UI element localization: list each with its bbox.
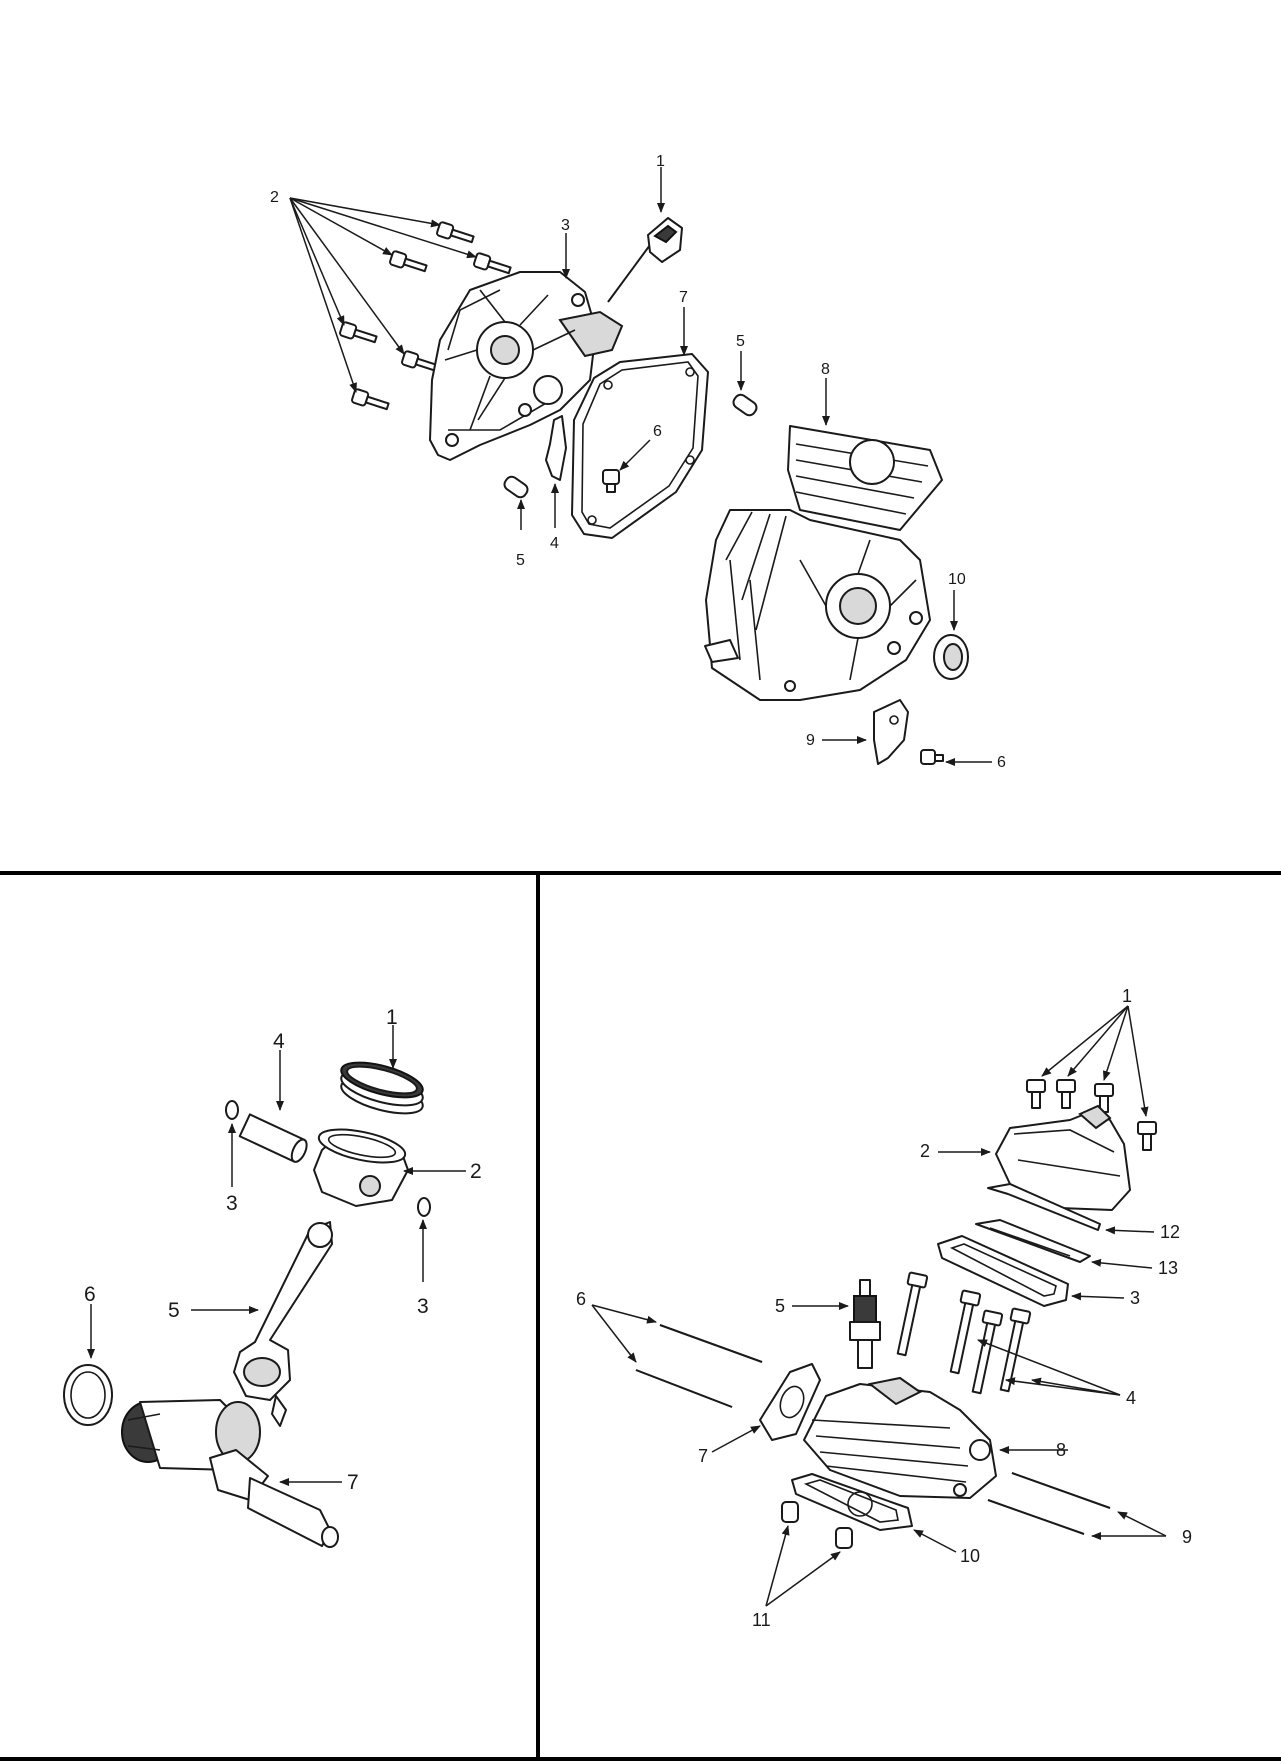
callout-crankshaft: 7 — [347, 1471, 359, 1494]
oil-guide — [546, 416, 566, 480]
cylinder-head-panel: 1 2 12 13 3 6 5 4 8 7 9 10 11 — [576, 986, 1192, 1630]
piston-crank-panel: 1 4 2 3 3 6 5 7 — [64, 1006, 482, 1547]
thrust-washer — [64, 1365, 112, 1425]
callout-circlip-left: 3 — [226, 1192, 238, 1215]
callout-block: 8 — [821, 361, 830, 378]
callout-head-dowels: 11 — [752, 1610, 771, 1630]
callout-intake-gasket: 7 — [698, 1446, 708, 1466]
callout-pushrods-upper: 6 — [576, 1289, 586, 1309]
circlip-right — [418, 1198, 430, 1216]
callout-dowel-left: 5 — [516, 552, 525, 569]
spark-plug — [850, 1280, 880, 1368]
callout-bracket-bolt: 6 — [997, 754, 1006, 771]
dowel-pin-left — [502, 474, 530, 499]
callout-cylinder-head: 8 — [1056, 1440, 1066, 1460]
callout-head-gasket: 10 — [960, 1546, 980, 1566]
crankcase-gasket — [572, 354, 708, 538]
callout-spark-plug: 5 — [775, 1296, 785, 1316]
callout-head-bolts: 4 — [1126, 1388, 1136, 1408]
callout-piston: 2 — [470, 1160, 482, 1183]
callout-bracket: 9 — [806, 732, 815, 749]
callout-valve-cover-bolts: 1 — [1122, 986, 1132, 1006]
crankshaft — [122, 1400, 338, 1547]
cylinder-block — [705, 426, 942, 700]
pushrods-lower — [988, 1473, 1110, 1534]
oil-seal — [934, 635, 968, 679]
callout-head-cover-gasket: 3 — [1130, 1288, 1140, 1308]
piston — [314, 1123, 408, 1206]
crankcase-panel: 1 2 3 7 5 8 6 5 4 10 9 6 — [270, 153, 1006, 771]
piston-rings — [338, 1056, 426, 1121]
connecting-rod — [234, 1222, 332, 1426]
callout-oil-seal: 10 — [948, 571, 966, 588]
head-dowel-right — [836, 1528, 852, 1548]
piston-pin — [240, 1114, 310, 1164]
callout-valve-cover: 2 — [920, 1141, 930, 1161]
callout-circlip-right: 3 — [417, 1295, 429, 1318]
callout-thrust-washer: 6 — [84, 1283, 96, 1306]
cylinder-head — [804, 1378, 996, 1498]
callout-piston-pin: 4 — [273, 1030, 285, 1053]
callout-pushrods-lower: 9 — [1182, 1527, 1192, 1547]
callout-drain-bolt: 6 — [653, 423, 662, 440]
callout-connecting-rod: 5 — [168, 1299, 180, 1322]
callout-dowel-right: 5 — [736, 333, 745, 350]
head-dowel-left — [782, 1502, 798, 1522]
callout-oil-guide: 4 — [550, 535, 559, 552]
dipstick — [608, 218, 682, 302]
pushrods-upper — [636, 1325, 762, 1407]
bracket-bolt — [921, 750, 943, 764]
bracket — [874, 700, 908, 764]
callout-valve-cover-gasket: 12 — [1160, 1222, 1180, 1242]
callout-cover: 3 — [561, 217, 570, 234]
callout-piston-rings: 1 — [386, 1006, 398, 1029]
circlip-left — [226, 1101, 238, 1119]
callout-dipstick: 1 — [656, 153, 665, 170]
cylinder-head-callouts: 1 2 12 13 3 6 5 4 8 7 9 10 11 — [576, 986, 1192, 1630]
callout-breather-plate: 13 — [1158, 1258, 1178, 1278]
callout-gasket: 7 — [679, 289, 688, 306]
dowel-pin-right — [731, 392, 759, 417]
callout-bolts: 2 — [270, 189, 279, 206]
